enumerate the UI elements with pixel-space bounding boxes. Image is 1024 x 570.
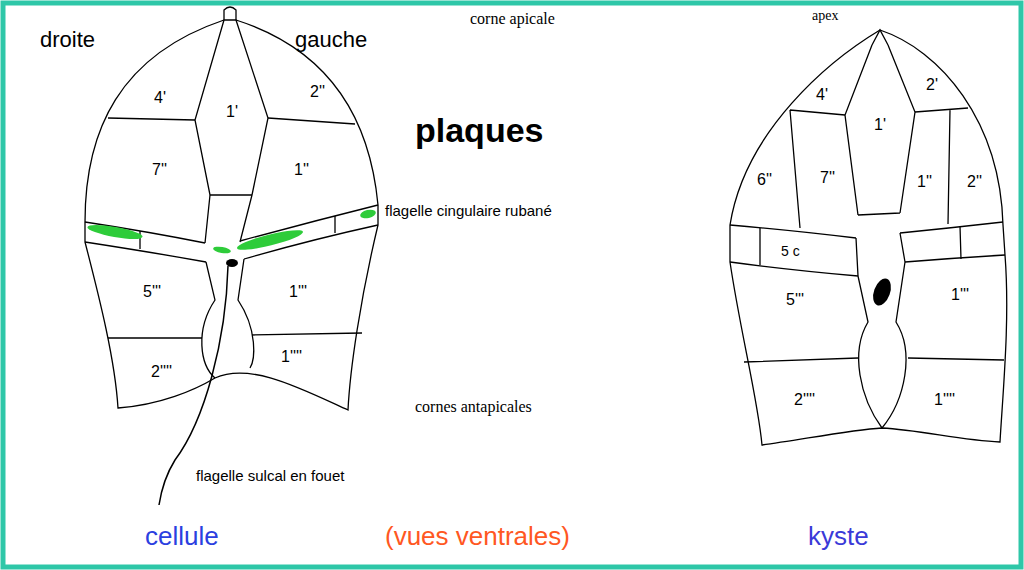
plate-number: 4'	[814, 86, 830, 104]
plate-number: 2'	[924, 76, 940, 94]
part-name: flagelle cingulaire rubané	[385, 203, 552, 220]
plate-number: 5 c	[779, 244, 802, 259]
cell-drawing	[85, 7, 378, 410]
part-name: corne apicale	[470, 10, 555, 28]
plate-number: 1'''	[949, 286, 971, 304]
part-name: flagelle sulcal en fouet	[196, 468, 344, 485]
plate-number: 2''''	[149, 363, 174, 381]
heading-label: plaques	[415, 112, 543, 149]
plate-number: 2''''	[792, 391, 817, 409]
plate-number: 6''	[755, 171, 774, 189]
cyst-drawing	[730, 30, 1007, 445]
view-title: cellule	[145, 522, 219, 551]
flagellar-pore	[226, 259, 238, 267]
plate-number: 4'	[152, 89, 168, 107]
cingular-flagellum	[87, 208, 377, 254]
plate-number: 1''	[292, 161, 311, 179]
frame	[3, 3, 1021, 567]
plate-number: 1''	[915, 173, 934, 191]
plate-number: 5'''	[141, 283, 163, 301]
cyst-pore	[870, 276, 895, 308]
plate-number: 7''	[818, 169, 837, 187]
plate-number: 7''	[150, 161, 169, 179]
plate-number: 1''''	[932, 391, 957, 409]
plate-number: 1'''	[287, 283, 309, 301]
plate-number: 1''''	[279, 348, 304, 366]
part-name: apex	[812, 8, 838, 23]
side-label: gauche	[295, 28, 367, 52]
side-label: droite	[40, 28, 95, 52]
view-title: kyste	[808, 522, 869, 551]
view-title: (vues ventrales)	[385, 522, 570, 551]
plate-number: 2''	[308, 83, 327, 101]
plate-number: 2''	[965, 173, 984, 191]
part-name: cornes antapicales	[415, 398, 532, 416]
plate-number: 1'	[224, 103, 240, 121]
plate-number: 1'	[872, 116, 888, 134]
plate-number: 5'''	[784, 291, 806, 309]
